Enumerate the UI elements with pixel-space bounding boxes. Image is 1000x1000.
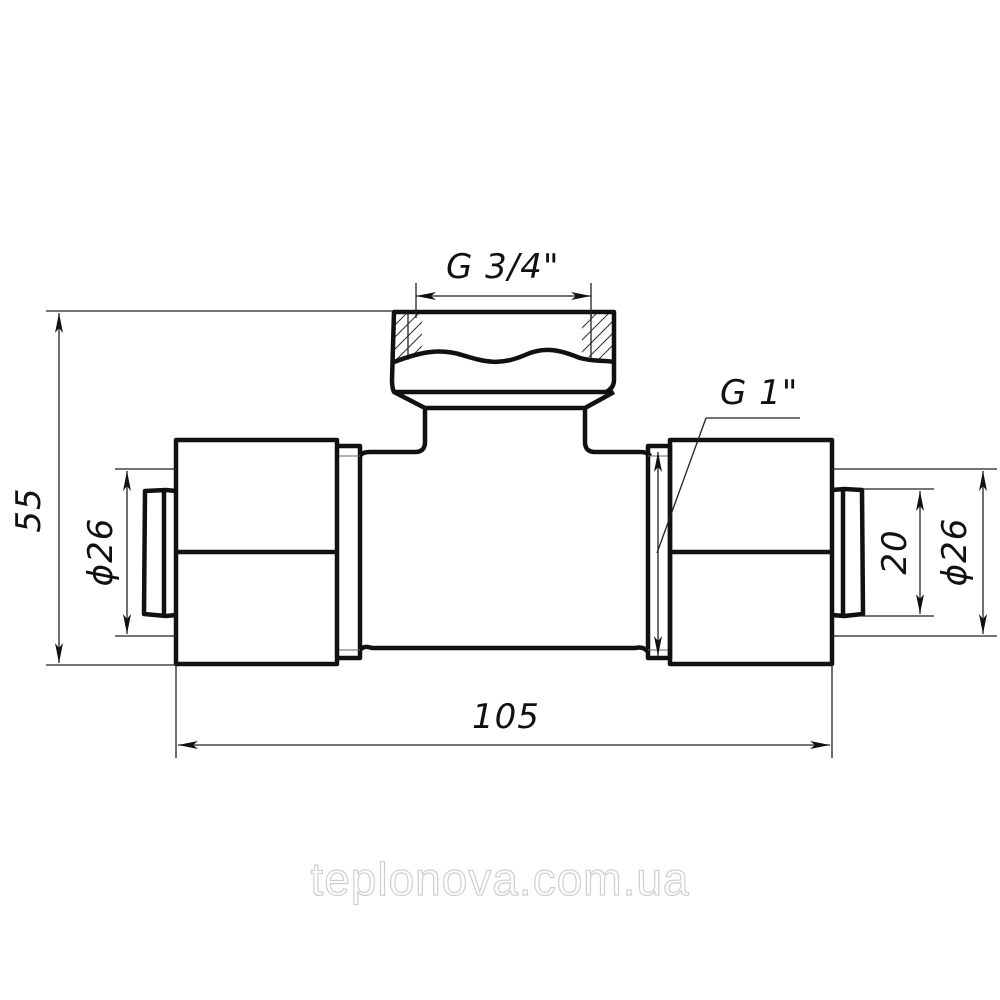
left-diameter-label: ϕ26 [81,518,121,587]
watermark: teplonova.com.ua [310,853,689,905]
dim-right-diameter: ϕ26 [832,468,997,637]
height-label: 55 [9,487,49,532]
dim-length: 105 [175,664,833,758]
dim-left-diameter: ϕ26 [81,468,176,637]
left-collar [337,443,363,661]
right-diameter-label: ϕ26 [935,518,975,587]
tee-neck [357,408,653,458]
dim-side-thread: G 1" [654,373,800,656]
side-thread-label: G 1" [720,373,798,413]
top-nut [389,309,617,411]
left-nut [173,437,340,667]
right-collar [645,443,673,661]
length-label: 105 [472,697,540,737]
dim-height: 55 [9,310,392,666]
dim-top-thread: G 3/4" [415,247,592,318]
left-insert [141,487,177,619]
top-thread-label: G 3/4" [446,247,560,287]
tee-body-bottom [358,644,650,654]
right-inner-label: 20 [875,529,915,574]
right-nut [667,437,835,667]
dim-right-inner: 20 [862,488,934,617]
right-insert [831,486,866,619]
